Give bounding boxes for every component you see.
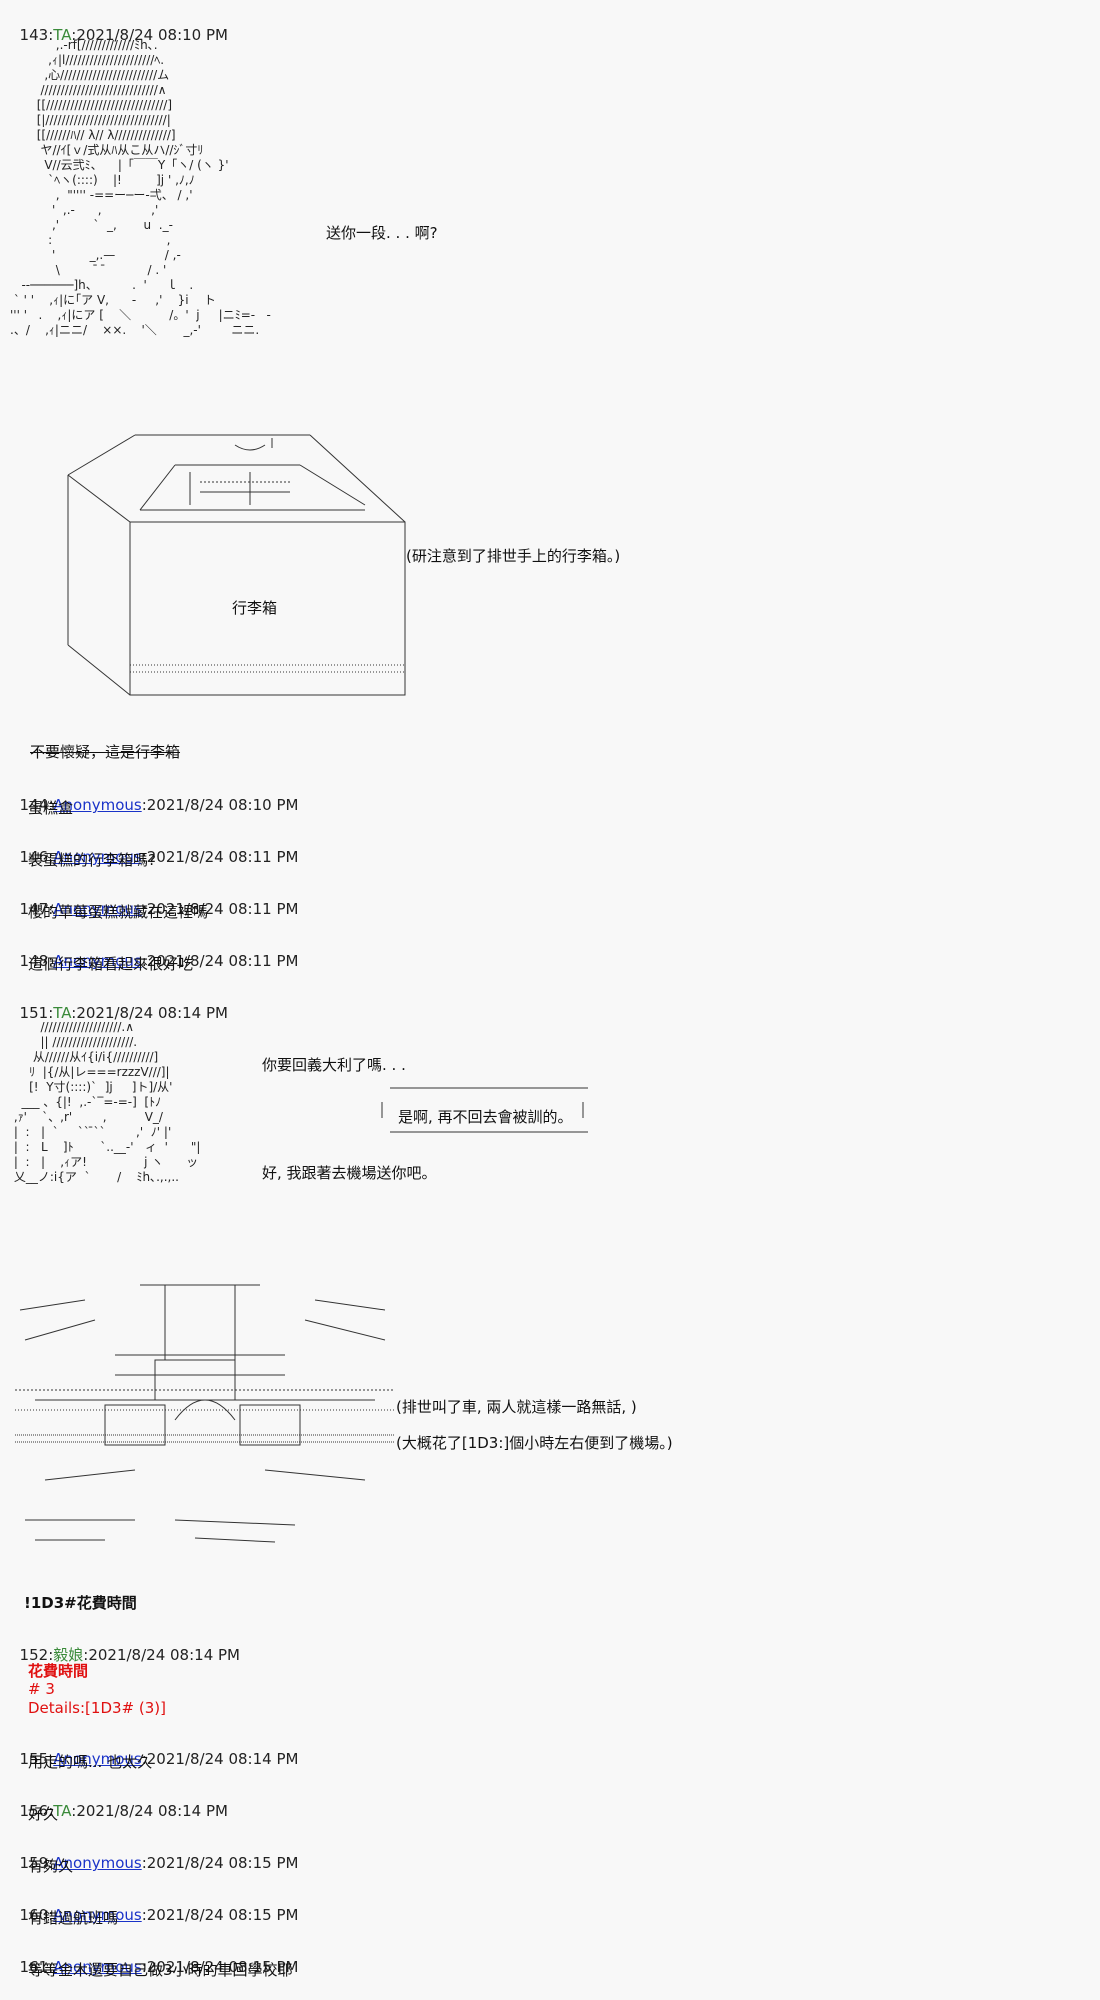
poster-name-link[interactable]: Anonymous [53, 952, 142, 970]
luggage-label: 行李箱 [232, 599, 278, 617]
post-date: 2021/8/24 08:15 PM [146, 1854, 299, 1872]
dice-result: # 3 [28, 1680, 55, 1698]
post-date: 2021/8/24 08:11 PM [146, 848, 299, 866]
post-number: 148 [19, 952, 49, 970]
post-header: 161:Anonymous:2021/8/24 08:15 PM [19, 1958, 299, 1976]
post-date: 2021/8/24 08:14 PM [76, 1802, 228, 1820]
poster-name-link[interactable]: Anonymous [53, 796, 142, 814]
post-header: 160:Anonymous:2021/8/24 08:15 PM [19, 1906, 299, 1924]
dice-title: 花費時間 [28, 1662, 89, 1680]
dice-command: !1D3#花費時間 [24, 1594, 137, 1612]
post-number: 146 [19, 848, 49, 866]
post-body: 有錯過航班嗎 [28, 1909, 119, 1927]
post-body: 用走的嗎... 也太久 [28, 1753, 153, 1771]
post-header: 155:Anonymous:2021/8/24 08:14 PM [19, 1750, 299, 1768]
speech-line: 是啊, 再不回去會被訓的。 [398, 1108, 573, 1126]
poster-name: 毅娘 [53, 1646, 84, 1664]
post-date: 2021/8/24 08:10 PM [76, 26, 228, 44]
poster-name: TA [53, 1004, 72, 1022]
narration-line: (研注意到了排世手上的行李箱。) [406, 547, 621, 565]
car-scene-drawing [15, 1284, 395, 1543]
post-body: 蛋糕盒 [28, 799, 74, 817]
poster-name-link[interactable]: Anonymous [53, 1906, 142, 1924]
poster-name-link[interactable]: Anonymous [53, 848, 142, 866]
post-header: 144:Anonymous:2021/8/24 08:10 PM [19, 796, 299, 814]
post-number: 155 [19, 1750, 49, 1768]
post-number: 151 [19, 1004, 49, 1022]
narration-line: (大概花了[1D3:]個小時左右便到了機場。) [396, 1434, 673, 1452]
poster-name: TA [53, 26, 72, 44]
luggage-drawing [67, 434, 406, 696]
post-date: 2021/8/24 08:14 PM [76, 1004, 228, 1022]
post-number: 161 [19, 1958, 49, 1976]
post-date: 2021/8/24 08:15 PM [146, 1958, 299, 1976]
post-date: 2021/8/24 08:11 PM [146, 900, 299, 918]
post-number: 147 [19, 900, 49, 918]
post-number: 159 [19, 1854, 49, 1872]
poster-name-link[interactable]: Anonymous [53, 1750, 142, 1768]
dice-details: Details:[1D3# (3)] [28, 1699, 166, 1717]
post-body: 裝蛋糕的行李箱嗎? [28, 851, 156, 869]
post-header: 151:TA:2021/8/24 08:14 PM [19, 1004, 228, 1022]
post-date: 2021/8/24 08:14 PM [146, 1750, 299, 1768]
ascii-art-face: ,.-rf[/////////////ﾐh､. ,ｨ|l////////////… [10, 38, 271, 337]
post-number: 160 [19, 1906, 49, 1924]
post-header: 143:TA:2021/8/24 08:10 PM [19, 26, 228, 44]
speech-line: 你要回義大利了嗎. . . [262, 1056, 406, 1074]
post-number: 152 [19, 1646, 49, 1664]
post-date: 2021/8/24 08:11 PM [146, 952, 299, 970]
post-body: 櫻的草莓蛋糕就藏在這裡嗎 [28, 903, 209, 921]
post-date: 2021/8/24 08:14 PM [88, 1646, 240, 1664]
speech-bubble [381, 1087, 588, 1133]
post-header: 156:TA:2021/8/24 08:14 PM [19, 1802, 228, 1820]
post-body: 等等金木還要自己做3小時的車回學校耶 [28, 1961, 293, 1979]
post-body: 有夠久 [28, 1857, 74, 1875]
speech-line: 好, 我跟著去機場送你吧。 [262, 1164, 437, 1182]
post-number: 143 [19, 26, 49, 44]
poster-name-link[interactable]: Anonymous [53, 1958, 142, 1976]
ascii-art-face: ////////////////////.∧ || //////////////… [13, 1020, 201, 1184]
post-header: 159:Anonymous:2021/8/24 08:15 PM [19, 1854, 299, 1872]
post-header: 152:毅娘:2021/8/24 08:14 PM [19, 1646, 240, 1664]
narration-line: (排世叫了車, 兩人就這樣一路無話, ) [396, 1398, 637, 1416]
strikethrough-note: 不要懷疑，這是行李箱 [30, 743, 181, 761]
post-number: 144 [19, 796, 49, 814]
post-body: 好久 [28, 1805, 59, 1823]
poster-name-link[interactable]: Anonymous [53, 1854, 142, 1872]
speech-line: 送你一段. . . 啊? [326, 224, 438, 242]
post-date: 2021/8/24 08:10 PM [146, 796, 299, 814]
post-header: 148:Anonymous:2021/8/24 08:11 PM [19, 952, 299, 970]
post-date: 2021/8/24 08:15 PM [146, 1906, 299, 1924]
poster-name-link[interactable]: Anonymous [53, 900, 142, 918]
post-body: 這個行李箱看起來很好吃 [28, 955, 194, 973]
poster-name: TA [53, 1802, 72, 1820]
post-header: 146:Anonymous:2021/8/24 08:11 PM [19, 848, 299, 866]
post-number: 156 [19, 1802, 49, 1820]
post-header: 147:Anonymous:2021/8/24 08:11 PM [19, 900, 299, 918]
